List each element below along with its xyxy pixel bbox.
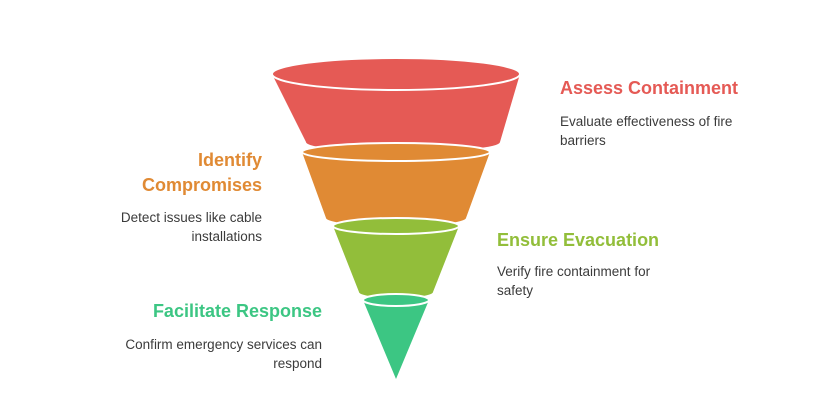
- funnel-stage-4-top: [362, 293, 430, 307]
- funnel-stage-1-body: [272, 74, 520, 152]
- stage-1-title: Assess Containment: [560, 78, 739, 98]
- funnel-stage-4-body: [363, 300, 429, 379]
- funnel-stage-1-top: [271, 57, 521, 91]
- funnel-stage-3-top: [332, 217, 460, 235]
- funnel-stage-1: [271, 57, 521, 152]
- stage-4-description: Confirm emergency services can respond: [125, 337, 322, 371]
- stage-1-description: Evaluate effectiveness of fire barriers: [560, 114, 733, 148]
- stage-2-description: Detect issues like cable installations: [120, 210, 262, 244]
- funnel-stage-4: [362, 293, 430, 379]
- stage-3-title: Ensure Evacuation: [497, 230, 660, 250]
- funnel-stage-3-body: [333, 226, 459, 298]
- stage-4-title: Facilitate Response: [152, 301, 322, 321]
- stage-2-title: Identify Compromises: [141, 150, 262, 195]
- funnel-stage-2-top: [301, 142, 491, 162]
- funnel-stage-2-body: [302, 152, 490, 226]
- funnel-stage-2: [301, 142, 491, 226]
- stage-3-description: Verify fire containment for safety: [497, 264, 651, 298]
- funnel-stage-3: [332, 217, 460, 298]
